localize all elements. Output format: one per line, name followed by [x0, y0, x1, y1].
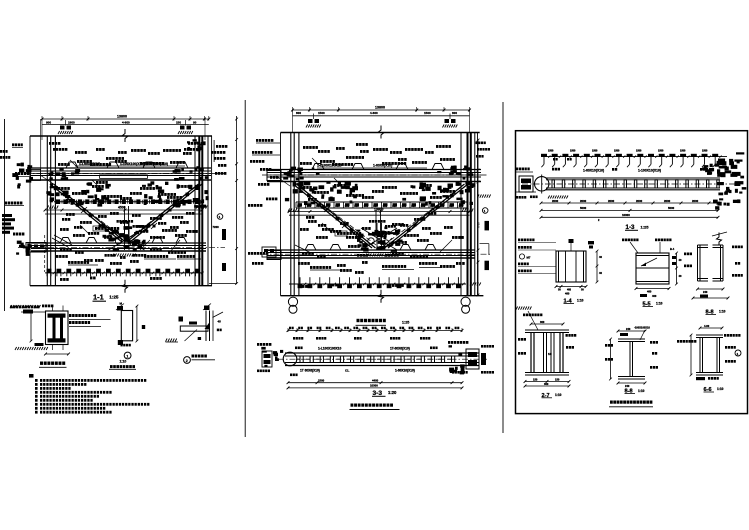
svg-text:240: 240 [625, 384, 630, 388]
svg-text:2000: 2000 [664, 199, 671, 203]
svg-text:1500: 1500 [636, 150, 642, 153]
svg-text:240: 240 [703, 290, 708, 294]
svg-text:1500: 1500 [570, 150, 576, 153]
svg-text:1:25: 1:25 [109, 295, 119, 300]
svg-text:1:25: 1:25 [402, 321, 409, 325]
svg-text:600: 600 [452, 111, 457, 115]
svg-text:5000: 5000 [668, 206, 675, 210]
svg-text:1-100X100(X10) 1100X100(X10): 1-100X100(X10) 1100X100(X10) [120, 162, 168, 166]
svg-text:30: 30 [581, 289, 584, 292]
svg-text:460: 460 [565, 292, 570, 296]
svg-text:M: M [120, 302, 123, 306]
svg-text:1-4: 1-4 [564, 298, 573, 304]
svg-text:1:20: 1:20 [388, 390, 397, 395]
svg-text:30: 30 [558, 289, 561, 292]
svg-text:300: 300 [540, 320, 545, 324]
svg-text:4-600: 4-600 [122, 120, 130, 124]
svg-text:10300: 10300 [370, 384, 378, 388]
svg-text:7200: 7200 [213, 225, 220, 229]
svg-text:4500: 4500 [118, 206, 126, 210]
svg-text:400: 400 [567, 289, 572, 292]
svg-text:1800: 1800 [68, 120, 75, 124]
svg-text:1: 1 [219, 215, 221, 219]
svg-text:5-5: 5-5 [643, 301, 651, 307]
svg-text:1-L100X100X10: 1-L100X100X10 [318, 347, 341, 351]
svg-text:1:10: 1:10 [717, 387, 724, 391]
svg-text:6-6: 6-6 [704, 387, 712, 393]
svg-text:1-60X6(X10): 1-60X6(X10) [373, 164, 392, 168]
svg-text:1500: 1500 [318, 378, 325, 382]
svg-text:1: 1 [484, 209, 486, 213]
svg-text:M7: M7 [527, 256, 531, 260]
svg-text:13800: 13800 [375, 105, 385, 109]
svg-text:1-100X10(X10): 1-100X10(X10) [638, 169, 661, 173]
svg-text:10800: 10800 [374, 207, 384, 211]
svg-text:4400: 4400 [372, 378, 379, 382]
svg-text:1500: 1500 [658, 150, 664, 153]
svg-text:600: 600 [296, 111, 301, 115]
svg-text:900: 900 [46, 120, 51, 124]
svg-text:1:10: 1:10 [656, 302, 663, 306]
svg-text:1-3: 1-3 [626, 224, 636, 231]
svg-text:1-1: 1-1 [93, 292, 104, 301]
svg-text:1T-60X6(X10): 1T-60X6(X10) [390, 347, 410, 351]
svg-text:3-3: 3-3 [373, 390, 383, 397]
svg-text:13800: 13800 [117, 115, 127, 119]
svg-text:400: 400 [652, 294, 657, 298]
svg-text:1: 1 [126, 355, 128, 359]
svg-text:40: 40 [599, 255, 602, 259]
svg-text:1500: 1500 [592, 150, 598, 153]
svg-text:7700: 7700 [477, 222, 481, 229]
svg-text:1: 1 [737, 352, 739, 356]
svg-text:1-60X10(X10): 1-60X10(X10) [583, 169, 604, 173]
svg-text:10000: 10000 [622, 213, 630, 217]
svg-text:8-8: 8-8 [706, 309, 714, 315]
svg-text:1:10: 1:10 [120, 360, 127, 364]
svg-text:300: 300 [544, 382, 549, 386]
svg-text:45: 45 [218, 320, 222, 324]
svg-text:5000: 5000 [580, 206, 587, 210]
svg-text:460: 460 [647, 290, 652, 294]
svg-text:2000: 2000 [580, 199, 587, 203]
svg-text:1500: 1500 [548, 150, 554, 153]
svg-text:8-8: 8-8 [625, 389, 633, 395]
svg-text:1500: 1500 [702, 150, 708, 153]
svg-text:1:10: 1:10 [577, 299, 584, 303]
svg-text:150: 150 [555, 377, 560, 381]
svg-text:C1.: C1. [345, 369, 350, 373]
svg-text:40: 40 [599, 271, 602, 275]
svg-text:240: 240 [626, 327, 631, 331]
svg-text:1500: 1500 [614, 150, 620, 153]
svg-text:4-60: 4-60 [704, 324, 710, 328]
svg-text:40: 40 [679, 274, 682, 278]
svg-text:1-60X10(X10): 1-60X10(X10) [395, 369, 415, 373]
svg-text:1T 60X6(X10): 1T 60X6(X10) [300, 369, 320, 373]
svg-text:1-L60X6(X10): 1-L60X6(X10) [79, 162, 100, 166]
svg-text:1M: 1M [548, 352, 552, 356]
svg-text:1500: 1500 [318, 111, 325, 115]
svg-text:90: 90 [193, 120, 197, 124]
svg-text:2000: 2000 [636, 199, 643, 203]
svg-text:1:10: 1:10 [555, 393, 562, 397]
svg-text:B-4: B-4 [670, 247, 675, 251]
svg-text:150: 150 [176, 120, 181, 124]
svg-text:1500: 1500 [680, 150, 686, 153]
svg-text:2000: 2000 [552, 199, 559, 203]
svg-text:1:25: 1:25 [641, 224, 650, 229]
svg-text:4-600: 4-600 [370, 111, 378, 115]
svg-text:40: 40 [679, 258, 682, 262]
svg-text:1:10: 1:10 [719, 310, 726, 314]
svg-text:1:10: 1:10 [638, 389, 645, 393]
svg-text:2000: 2000 [608, 199, 615, 203]
svg-text:1500: 1500 [424, 111, 431, 115]
svg-text:2000: 2000 [692, 199, 699, 203]
svg-text:2: 2 [186, 359, 188, 363]
svg-text:2-7: 2-7 [542, 393, 550, 399]
svg-text:150: 150 [533, 377, 538, 381]
svg-text:2: 2 [598, 219, 600, 222]
svg-text:1-L100X100X10: 1-L100X100X10 [317, 164, 342, 168]
svg-text:-100X100X10: -100X100X10 [634, 326, 650, 330]
